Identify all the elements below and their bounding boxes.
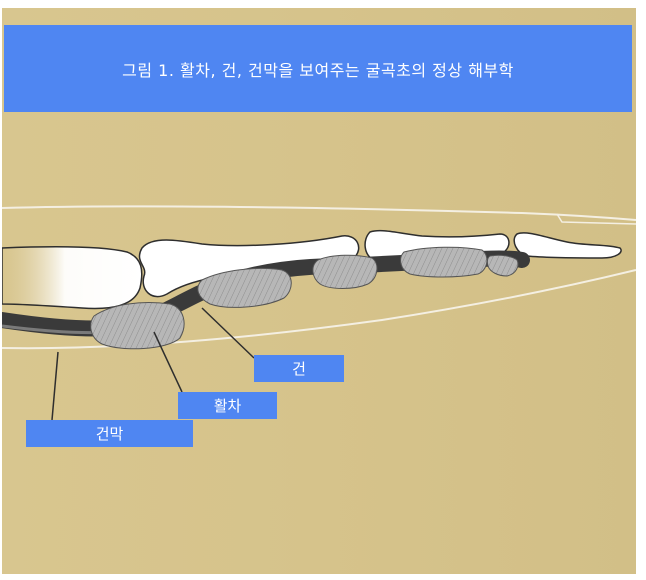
finger-anatomy-drawing <box>2 205 636 421</box>
metacarpal-bone <box>2 246 143 310</box>
label-sheath: 건막 <box>26 420 193 447</box>
leader-line-sheath <box>51 351 59 421</box>
skin-outline-nail <box>556 213 636 225</box>
label-tendon-text: 건 <box>292 360 306 378</box>
pulley-a4 <box>400 246 488 278</box>
skin-outline-dorsal <box>2 205 636 221</box>
distal-phalanx-bone <box>513 232 622 259</box>
leader-line-tendon <box>201 307 255 359</box>
label-tendon: 건 <box>254 355 344 382</box>
pulley-a1 <box>90 302 185 350</box>
pulley-a5 <box>486 254 519 277</box>
label-pulley-text: 활차 <box>213 397 242 415</box>
label-sheath-text: 건막 <box>95 425 124 443</box>
pulley-a2 <box>197 268 292 308</box>
figure-title-banner: 그림 1. 활차, 건, 건막을 보여주는 굴곡초의 정상 해부학 <box>4 25 632 112</box>
figure-title: 그림 1. 활차, 건, 건막을 보여주는 굴곡초의 정상 해부학 <box>122 60 514 80</box>
pulley-a3 <box>312 254 378 289</box>
leader-line-pulley <box>153 331 183 393</box>
label-pulley: 활차 <box>178 392 277 419</box>
